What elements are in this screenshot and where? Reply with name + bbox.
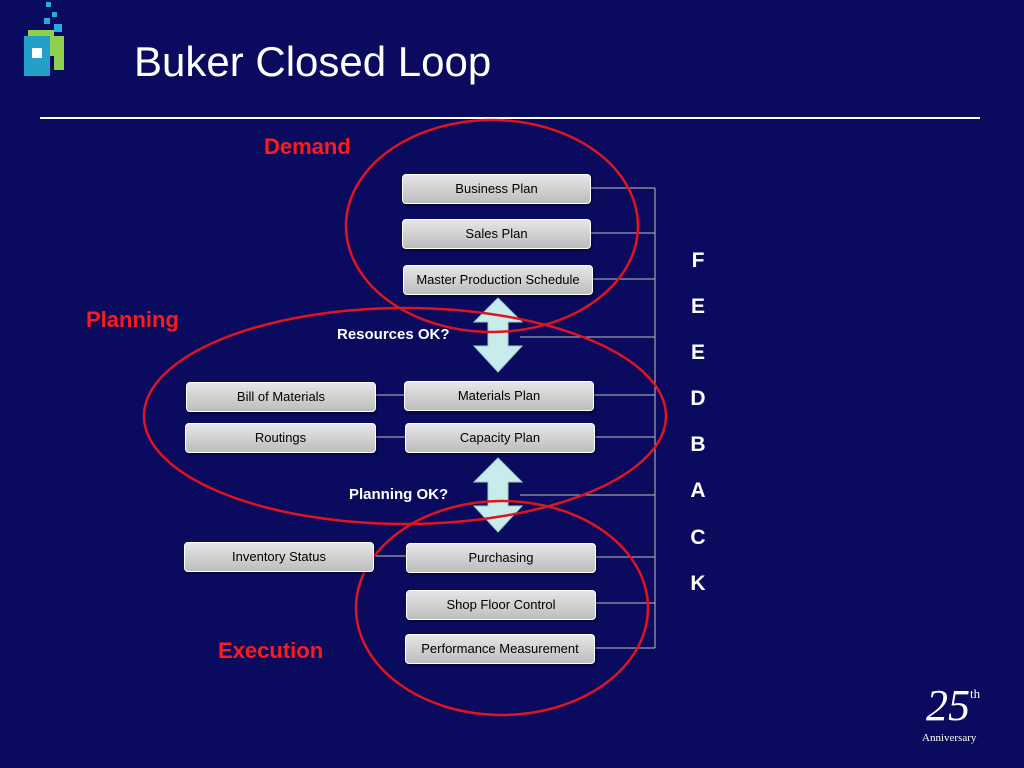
feedback-letter: F [691, 249, 705, 272]
feedback-letter: A [690, 479, 706, 502]
feedback-letter: E [690, 295, 705, 318]
anniversary-suffix: th [970, 686, 981, 701]
performance-measurement-box: Performance Measurement [405, 634, 595, 664]
materials-plan-box: Materials Plan [404, 381, 594, 411]
feedback-letter: E [690, 341, 705, 364]
execution-label: Execution [218, 638, 324, 663]
resources-ok-question: Resources OK? [337, 326, 450, 343]
master-production-schedule-box: Master Production Schedule [403, 265, 593, 295]
resources-double-arrow [472, 297, 524, 373]
planning-label: Planning [86, 307, 179, 332]
company-logo [24, 2, 64, 76]
feedback-connectors [373, 187, 656, 649]
anniversary-number: 25 [926, 681, 970, 730]
shop-floor-control-box: Shop Floor Control [406, 590, 596, 620]
inventory-status-box: Inventory Status [184, 542, 374, 572]
anniversary-logo: 25 th Anniversary [918, 680, 988, 750]
execution-ellipse [354, 499, 650, 717]
business-plan-box: Business Plan [402, 174, 591, 204]
slide-title: Buker Closed Loop [134, 38, 492, 85]
demand-label: Demand [264, 134, 351, 159]
demand-ellipse [344, 118, 640, 334]
feedback-letter: C [690, 526, 706, 549]
anniversary-word: Anniversary [922, 732, 977, 744]
planning-double-arrow [472, 457, 524, 533]
sales-plan-box: Sales Plan [402, 219, 591, 249]
feedback-letter: K [690, 572, 706, 595]
feedback-letter: B [690, 433, 706, 456]
title-divider [40, 117, 980, 119]
purchasing-box: Purchasing [406, 543, 596, 573]
bill-of-materials-box: Bill of Materials [186, 382, 376, 412]
planning-ellipse [142, 306, 668, 526]
planning-ok-question: Planning OK? [349, 486, 449, 503]
feedback-letter: D [690, 387, 706, 410]
capacity-plan-box: Capacity Plan [405, 423, 595, 453]
routings-box: Routings [185, 423, 376, 453]
